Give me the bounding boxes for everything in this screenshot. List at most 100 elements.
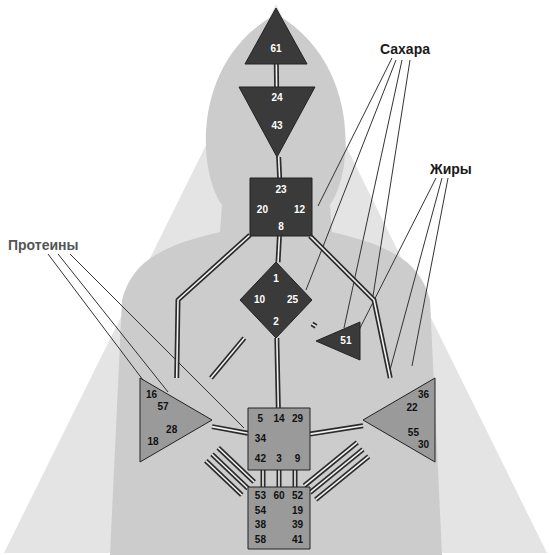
gate-number: 1 bbox=[273, 274, 279, 284]
channel-line bbox=[295, 470, 296, 487]
channel-line bbox=[212, 427, 248, 434]
callout-label: Сахара bbox=[380, 42, 430, 56]
leader-line bbox=[344, 60, 402, 328]
channel-outer bbox=[212, 427, 248, 434]
solar-plexus-center: 36225530 bbox=[363, 378, 435, 462]
gate-number: 55 bbox=[408, 428, 419, 438]
gate-number: 19 bbox=[292, 506, 303, 516]
channel-outer bbox=[274, 64, 279, 87]
channel-line bbox=[177, 235, 250, 378]
channel-core bbox=[278, 236, 279, 262]
leader-line bbox=[306, 60, 396, 290]
channel-outer bbox=[293, 470, 298, 487]
gate-number: 22 bbox=[406, 403, 417, 413]
gate-number: 25 bbox=[287, 295, 298, 305]
channel-core bbox=[310, 449, 363, 492]
gate-number: 5 bbox=[258, 414, 264, 424]
channel-core bbox=[294, 470, 296, 487]
channel-line bbox=[304, 442, 357, 485]
gate-number: 52 bbox=[292, 491, 303, 501]
channel-core bbox=[212, 427, 248, 434]
channel-core bbox=[278, 470, 280, 487]
sacral-center: 51429344239 bbox=[248, 408, 310, 470]
channel-line bbox=[277, 338, 279, 408]
callout-label: Протеины bbox=[8, 238, 78, 252]
throat-center: 2320128 bbox=[250, 178, 312, 236]
channel-line bbox=[312, 324, 316, 327]
gate-number: 9 bbox=[295, 454, 301, 464]
channel-line bbox=[211, 338, 244, 378]
channel-outer bbox=[310, 449, 363, 492]
channel-line bbox=[206, 461, 242, 495]
center-outline bbox=[245, 8, 307, 64]
channel-outer bbox=[211, 338, 244, 378]
ajna-center: 24 43 bbox=[239, 87, 315, 157]
channel-outer bbox=[310, 426, 363, 434]
leader-line bbox=[318, 58, 392, 206]
leader-line bbox=[58, 254, 168, 392]
channel-line bbox=[316, 456, 369, 499]
gate-number: 3 bbox=[276, 454, 282, 464]
channel-line bbox=[276, 64, 277, 87]
channel-outer bbox=[316, 456, 369, 499]
center-outline bbox=[316, 322, 360, 360]
channel-outer bbox=[177, 235, 250, 378]
channel-core bbox=[304, 442, 357, 485]
leader-line bbox=[373, 60, 410, 296]
channel-line bbox=[278, 236, 279, 262]
gate-number: 20 bbox=[257, 205, 268, 215]
channel-outer bbox=[304, 442, 357, 485]
gate-number: 29 bbox=[292, 414, 303, 424]
spleen-center: 16572818 bbox=[140, 378, 212, 462]
gate-number: 61 bbox=[270, 44, 281, 54]
root-center: 536052541938395841 bbox=[248, 487, 310, 549]
leader-line bbox=[48, 254, 146, 384]
channel-outer bbox=[277, 338, 279, 408]
gate-number: 14 bbox=[273, 414, 284, 424]
channel-outer bbox=[261, 470, 266, 487]
channel-core bbox=[278, 157, 281, 178]
leader-line bbox=[412, 178, 448, 366]
gate-number: 42 bbox=[255, 454, 266, 464]
channel-outer bbox=[206, 461, 242, 495]
channel-outer bbox=[276, 157, 282, 178]
gate-number: 38 bbox=[255, 520, 266, 530]
gate-number: 53 bbox=[255, 491, 266, 501]
channel-outer bbox=[312, 324, 316, 327]
gate-number: 23 bbox=[275, 185, 286, 195]
gate-number: 57 bbox=[157, 402, 168, 412]
channel-line bbox=[278, 157, 280, 178]
ego-center: 51 bbox=[316, 322, 360, 360]
channel-line bbox=[310, 426, 363, 434]
gate-number: 41 bbox=[292, 535, 303, 545]
channel-core bbox=[277, 338, 279, 408]
gate-number: 51 bbox=[340, 336, 351, 346]
leader-line bbox=[390, 178, 442, 370]
gate-number: 43 bbox=[271, 121, 282, 131]
channel-core bbox=[206, 461, 242, 495]
channel-line bbox=[279, 470, 280, 487]
channel-line bbox=[263, 470, 264, 487]
channel-core bbox=[276, 64, 278, 87]
gate-number: 12 bbox=[294, 205, 305, 215]
gate-number: 24 bbox=[271, 93, 282, 103]
channel-core bbox=[177, 235, 250, 378]
callout-label: Жиры bbox=[430, 162, 472, 176]
channel-core bbox=[262, 470, 264, 487]
gate-number: 60 bbox=[273, 491, 284, 501]
leader-line bbox=[358, 178, 436, 332]
channel-core bbox=[211, 338, 244, 378]
human-silhouette bbox=[110, 14, 442, 555]
gate-number: 39 bbox=[292, 520, 303, 530]
gate-number: 28 bbox=[166, 425, 177, 435]
channel-line bbox=[310, 449, 363, 492]
channel-core bbox=[312, 324, 316, 327]
channel-core bbox=[316, 456, 369, 499]
leader-lines bbox=[48, 58, 448, 428]
gate-number: 10 bbox=[254, 295, 265, 305]
channel-outer bbox=[277, 470, 282, 487]
g-center: 110252 bbox=[240, 262, 312, 338]
channel-line bbox=[310, 236, 390, 378]
